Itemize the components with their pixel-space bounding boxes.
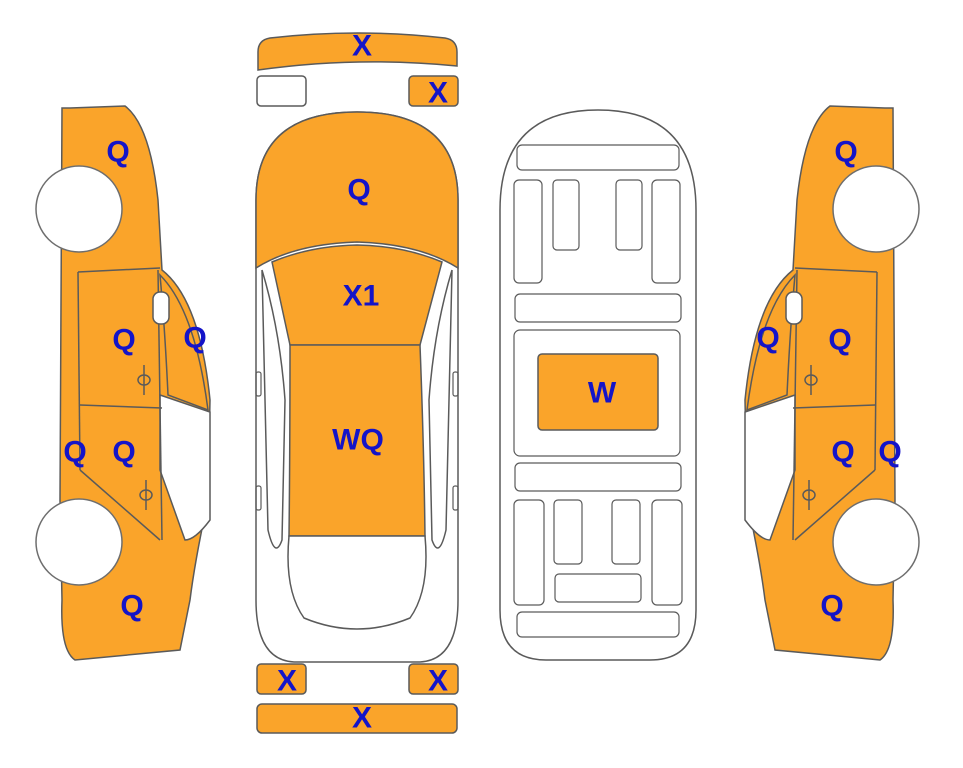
underside-rear-left-inner xyxy=(553,499,583,565)
left-mirror xyxy=(152,291,170,325)
right-door-seam-top xyxy=(794,267,878,273)
right-side-mirror-top xyxy=(452,371,459,397)
car-left-side-icon: Q Q Q Q Q Q xyxy=(35,105,211,661)
label-left-front-fender: Q xyxy=(106,136,129,169)
hood-panel[interactable] xyxy=(255,111,459,270)
label-right-rear-quarter: Q xyxy=(820,590,843,623)
label-rear-right-small: X xyxy=(428,665,448,698)
underbody-panel[interactable] xyxy=(537,353,659,431)
label-left-rear-quarter: Q xyxy=(120,590,143,623)
right-door-seam-front xyxy=(874,271,878,471)
label-front-bumper: X xyxy=(352,30,372,63)
underside-rear-right-rail xyxy=(651,499,683,606)
label-right-rear-rocker: Q xyxy=(878,436,901,469)
underside-rear-cross xyxy=(554,573,642,603)
label-left-rear-door: Q xyxy=(112,436,135,469)
left-rear-wheel-icon xyxy=(35,498,123,586)
underside-front-right-inner xyxy=(615,179,643,251)
right-mirror xyxy=(785,291,803,325)
label-rear-bumper: X xyxy=(352,702,372,735)
underside-rear-bar xyxy=(516,611,680,638)
label-windshield-roof: X1 xyxy=(343,280,380,313)
underside-rear-right-inner xyxy=(611,499,641,565)
rear-right-small-panel[interactable] xyxy=(408,663,459,695)
left-pillar-outline xyxy=(261,269,286,549)
label-right-front-fender: Q xyxy=(834,136,857,169)
label-left-front-door: Q xyxy=(112,324,135,357)
left-door-seam-mid xyxy=(79,404,163,409)
underside-mid-bar-1 xyxy=(514,293,682,323)
left-door-seam-top xyxy=(77,267,161,273)
underside-front-bar xyxy=(516,144,680,171)
right-rear-wheel-icon xyxy=(832,498,920,586)
left-side-mirror-top xyxy=(255,371,262,397)
left-front-door-handle-icon xyxy=(137,365,151,395)
front-left-small-panel[interactable] xyxy=(256,75,307,107)
right-front-wheel-icon xyxy=(832,165,920,253)
left-door-seam-rear xyxy=(79,469,161,541)
car-underside-icon: W xyxy=(499,109,697,661)
underside-mid-bar-2 xyxy=(514,462,682,492)
underside-front-right-rail xyxy=(651,179,681,284)
rear-left-small-panel[interactable] xyxy=(256,663,307,695)
label-left-window: Q xyxy=(183,322,206,355)
car-right-side-icon xyxy=(744,105,920,661)
label-right-window: Q xyxy=(756,322,779,355)
label-left-rear-rocker: Q xyxy=(63,436,86,469)
right-rear-door-handle-icon xyxy=(802,480,816,510)
front-bumper-panel[interactable] xyxy=(257,32,458,71)
left-door-seam-front xyxy=(77,271,81,471)
right-front-door-handle-icon xyxy=(804,365,818,395)
right-lower-glass xyxy=(744,393,796,541)
label-hood: Q xyxy=(347,174,370,207)
right-door-seam-mid xyxy=(792,404,876,409)
rear-bumper-panel[interactable] xyxy=(256,703,458,734)
front-right-small-panel[interactable] xyxy=(408,75,459,107)
left-rear-door-handle-icon xyxy=(139,480,153,510)
right-pillar-outline xyxy=(428,269,453,549)
windshield-roof-panel[interactable] xyxy=(271,244,443,346)
underside-front-left-inner xyxy=(552,179,580,251)
right-side-labels: Q Q Q Q Q Q xyxy=(756,136,901,623)
label-rear-left-small: X xyxy=(277,665,297,698)
right-handle-top xyxy=(452,485,459,511)
underside-front-left-rail xyxy=(513,179,543,284)
label-right-rear-door: Q xyxy=(831,436,854,469)
left-lower-glass xyxy=(159,393,211,541)
underside-rear-left-rail xyxy=(513,499,545,606)
label-right-front-door: Q xyxy=(828,324,851,357)
label-roof-trunk: WQ xyxy=(332,424,384,457)
car-top-view-icon: X X Q X1 WQ X X X xyxy=(255,30,459,735)
right-door-seam-rear xyxy=(794,469,876,541)
rear-window-outline xyxy=(287,535,427,630)
left-front-wheel-icon xyxy=(35,165,123,253)
left-handle-top xyxy=(255,485,262,511)
label-underbody: W xyxy=(588,377,617,410)
label-front-right-small: X xyxy=(428,77,448,110)
